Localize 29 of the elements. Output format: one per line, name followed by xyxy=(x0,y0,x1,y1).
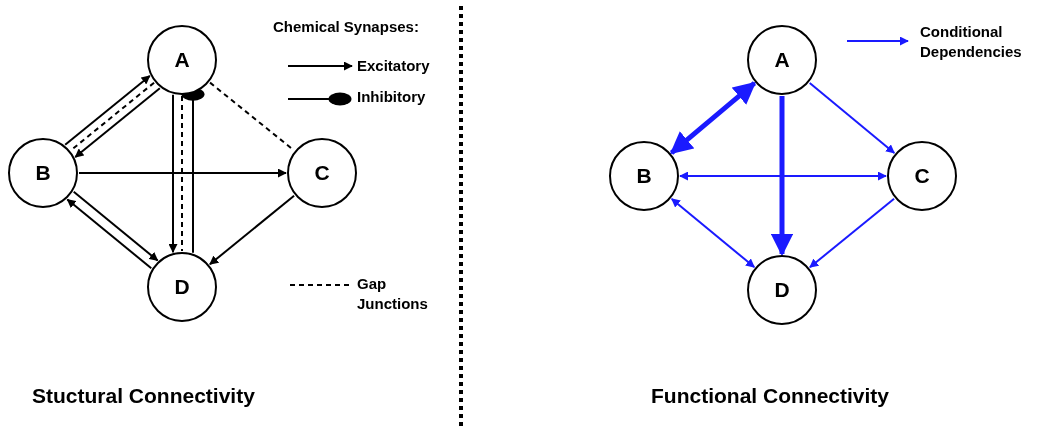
legend-label: Conditional Dependencies xyxy=(920,22,1023,62)
arrow xyxy=(66,198,153,270)
node-circle: C xyxy=(887,141,957,211)
node-circle: A xyxy=(147,25,217,95)
arrow xyxy=(72,190,159,262)
arrow xyxy=(74,87,161,159)
arrow xyxy=(670,197,756,269)
panel-title: Functional Connectivity xyxy=(651,384,889,408)
arrow xyxy=(78,168,287,178)
node-circle: B xyxy=(609,141,679,211)
legend-label: Inhibitory xyxy=(357,87,427,107)
node-circle: D xyxy=(147,252,217,322)
dashed-line xyxy=(181,95,183,252)
arrow xyxy=(208,194,296,266)
legend-label: Gap Junctions xyxy=(357,274,427,314)
arrow xyxy=(669,81,757,155)
node-circle: A xyxy=(747,25,817,95)
legend-label: Excitatory xyxy=(357,56,431,76)
arrow xyxy=(808,81,896,155)
arrow xyxy=(808,197,896,269)
panel-title: Stuctural Connectivity xyxy=(32,384,255,408)
node-circle: D xyxy=(747,255,817,325)
arrow xyxy=(64,74,151,146)
arrow xyxy=(770,96,794,257)
arrow xyxy=(679,171,887,181)
arrow xyxy=(168,93,178,254)
legend-heading: Chemical Synapses: xyxy=(273,18,419,35)
node-circle: B xyxy=(8,138,78,208)
node-circle: C xyxy=(287,138,357,208)
